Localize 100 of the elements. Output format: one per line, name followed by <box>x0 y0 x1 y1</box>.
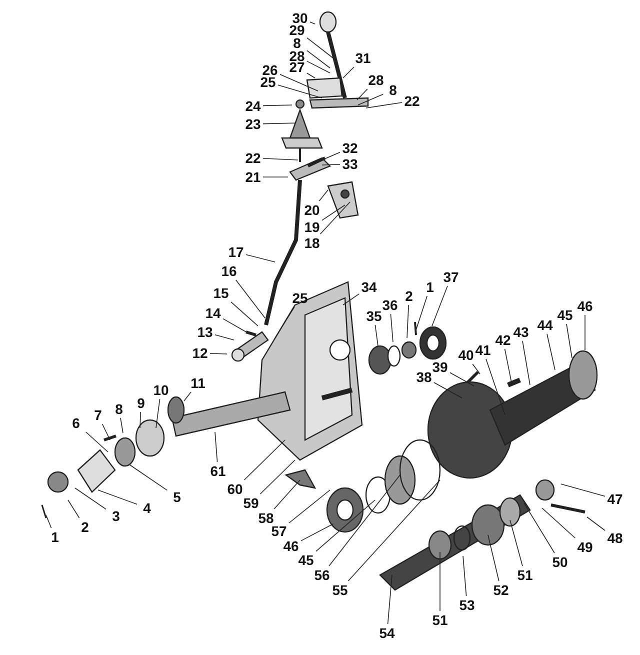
callout-number: 33 <box>342 157 358 171</box>
callout-number: 25 <box>292 291 308 305</box>
callout-number: 32 <box>342 141 358 155</box>
callout-number: 17 <box>228 245 244 259</box>
callout-number: 38 <box>416 370 432 384</box>
callout-number: 51 <box>432 613 448 627</box>
callout-number: 43 <box>513 325 529 339</box>
leader-line <box>262 122 296 124</box>
callout-number: 14 <box>205 306 221 320</box>
callout-number: 45 <box>557 308 573 322</box>
callout-number: 31 <box>355 51 371 65</box>
leader-line <box>214 432 218 462</box>
leader-line <box>462 556 467 596</box>
leader-line <box>306 72 316 78</box>
callout-number: 3 <box>112 509 120 523</box>
leader-line <box>274 480 300 510</box>
callout-number: 45 <box>298 553 314 567</box>
callout-number: 1 <box>426 280 434 294</box>
leader-line <box>140 412 141 428</box>
callout-number: 15 <box>213 286 229 300</box>
leader-line <box>102 424 110 440</box>
callout-number: 8 <box>389 83 397 97</box>
callout-number: 41 <box>475 343 491 357</box>
callout-number: 40 <box>458 348 474 362</box>
leader-line <box>262 104 292 106</box>
leader-line <box>246 254 276 262</box>
callout-number: 44 <box>537 318 553 332</box>
callout-number: 42 <box>495 333 511 347</box>
leader-line <box>390 314 394 342</box>
callout-number: 5 <box>173 490 181 504</box>
callout-number: 37 <box>443 270 459 284</box>
callout-number: 50 <box>552 555 568 569</box>
leader-line <box>358 94 384 106</box>
leader-line <box>310 22 316 24</box>
leader-line <box>472 364 480 374</box>
leader-line <box>156 398 160 428</box>
leader-line <box>130 464 168 491</box>
callout-number: 8 <box>293 36 301 50</box>
callout-number: 48 <box>607 531 623 545</box>
callout-number: 61 <box>210 464 226 478</box>
leader-line <box>486 358 506 416</box>
leader-line <box>406 304 409 338</box>
callout-number: 26 <box>262 63 278 77</box>
callout-number: 20 <box>304 203 320 217</box>
leader-line <box>274 306 295 338</box>
leader-line <box>222 318 248 334</box>
callout-number: 2 <box>81 520 89 534</box>
leader-line <box>300 524 334 542</box>
leader-line <box>524 502 555 554</box>
callout-number: 21 <box>245 170 261 184</box>
callout-number: 27 <box>289 60 305 74</box>
leader-line <box>244 440 286 480</box>
leader-line <box>86 432 108 452</box>
leader-line <box>522 340 530 386</box>
leader-line <box>306 60 330 74</box>
callout-number: 36 <box>382 298 398 312</box>
leader-line <box>374 324 378 346</box>
leader-line <box>586 516 606 531</box>
leader-line <box>318 190 328 202</box>
leader-line <box>262 158 298 160</box>
leader-line <box>416 296 428 330</box>
callout-number: 29 <box>289 23 305 37</box>
callout-number: 34 <box>361 280 377 294</box>
leader-line <box>566 324 572 358</box>
leader-line <box>342 294 360 306</box>
callout-number: 1 <box>51 530 59 544</box>
leader-line <box>306 50 330 68</box>
leader-line <box>560 484 606 497</box>
callout-number: 54 <box>379 626 395 640</box>
callout-number: 18 <box>304 236 320 250</box>
callout-number: 8 <box>115 402 123 416</box>
leader-line <box>306 37 334 58</box>
callout-number: 22 <box>404 94 420 108</box>
callout-number: 46 <box>577 299 593 313</box>
leader-line <box>260 460 296 494</box>
leader-line <box>366 102 402 108</box>
leader-line <box>434 382 462 398</box>
callout-number: 28 <box>289 49 305 63</box>
leader-line <box>450 372 474 386</box>
leader-line <box>210 353 228 354</box>
callout-number: 4 <box>143 501 151 515</box>
leader-line <box>98 490 138 505</box>
leader-line <box>46 514 52 528</box>
leader-line <box>316 500 376 552</box>
callout-number: 23 <box>245 117 261 131</box>
leader-line <box>488 534 500 582</box>
callout-number: 25 <box>260 75 276 89</box>
leader-line <box>288 490 330 524</box>
callout-number: 2 <box>405 289 413 303</box>
callout-number: 57 <box>271 524 287 538</box>
callout-number: 60 <box>227 482 243 496</box>
callout-number: 28 <box>368 73 384 87</box>
callout-number: 16 <box>221 264 237 278</box>
leader-line <box>74 488 106 510</box>
callout-number: 56 <box>314 568 330 582</box>
leader-line <box>584 314 586 350</box>
leader-line <box>387 574 392 624</box>
callout-number: 13 <box>197 325 213 339</box>
callout-number: 49 <box>577 540 593 554</box>
leader-line <box>184 392 192 402</box>
